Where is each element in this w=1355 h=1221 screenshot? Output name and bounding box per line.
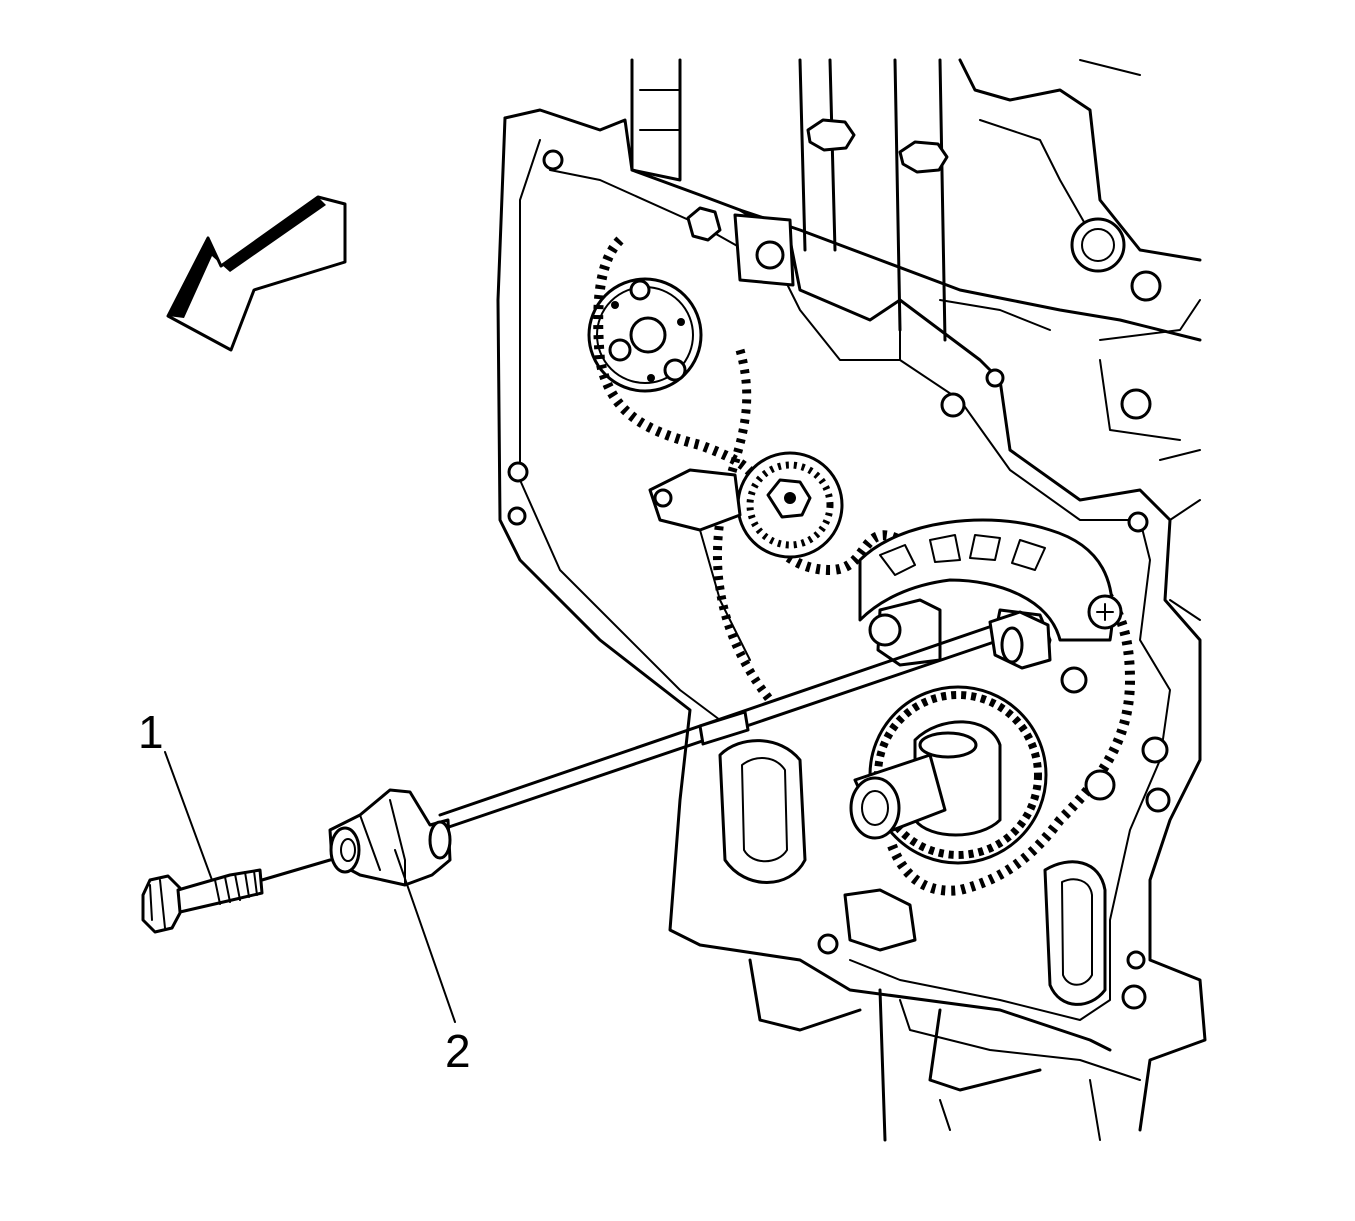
callout-leader-lines: [164, 751, 456, 1023]
crankshaft-sprocket: [849, 685, 1169, 865]
callout-number-1: 1: [138, 706, 164, 758]
guide-rod: [438, 610, 1052, 832]
bolt: [141, 858, 332, 934]
engine-front-cover: [496, 58, 1207, 1142]
balance-shaft-sprocket: [858, 518, 1123, 694]
idler-sprocket: [736, 451, 844, 559]
callout-number-2: 2: [445, 1025, 471, 1077]
cover-ports: [718, 739, 1107, 1006]
camshaft-sprocket: [587, 277, 703, 393]
cover-bolt-holes: [507, 149, 1171, 1010]
bracket: [328, 788, 452, 887]
direction-arrow-icon: [166, 195, 347, 352]
top-bolts: [686, 118, 1126, 287]
chain-tensioner: [648, 468, 751, 661]
